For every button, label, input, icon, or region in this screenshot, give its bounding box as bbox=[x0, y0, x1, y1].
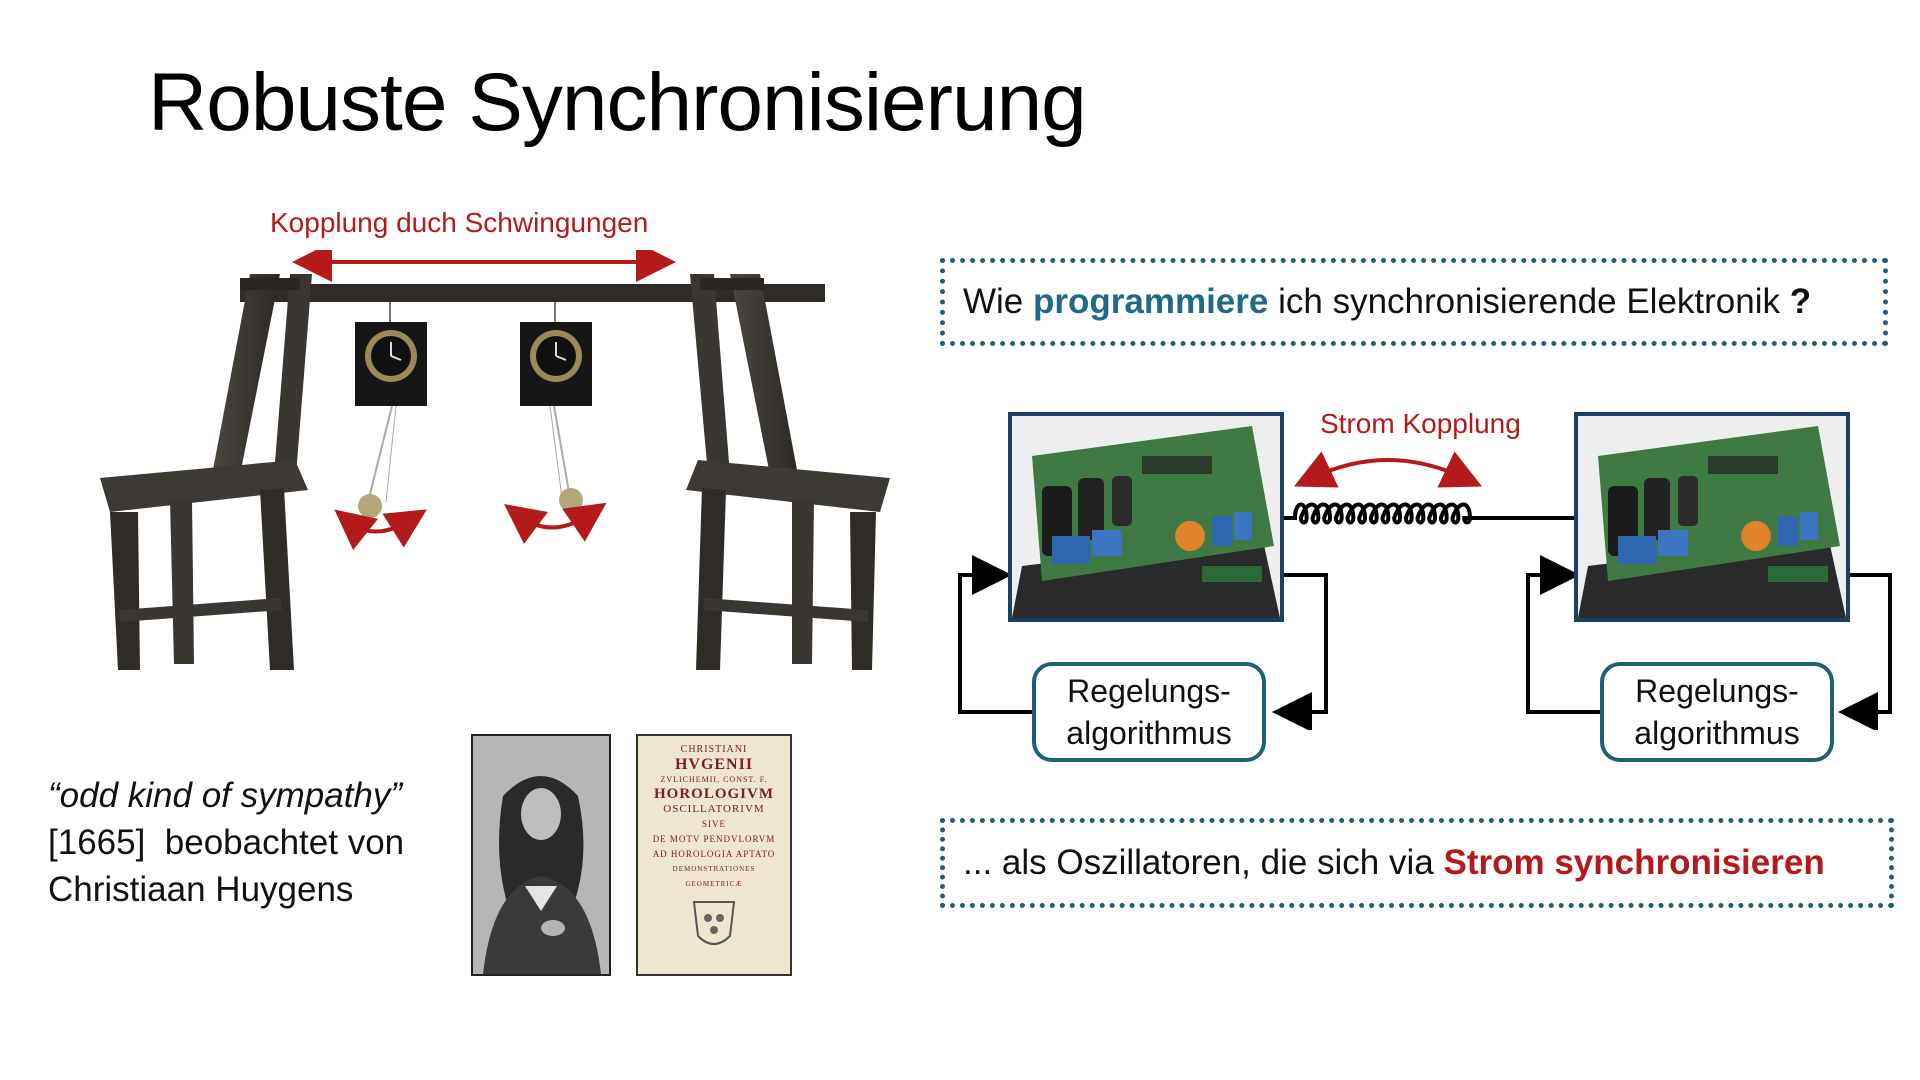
huygens-portrait bbox=[471, 734, 611, 976]
quote-date-line: [1665] beobachtet von bbox=[48, 823, 405, 862]
question-highlight: programmiere bbox=[1033, 282, 1269, 321]
controller-line1: Regelungs- bbox=[1635, 673, 1799, 709]
controller-line1: Regelungs- bbox=[1067, 673, 1231, 709]
question-middle: ich synchronisierende Elektronik bbox=[1268, 282, 1790, 321]
quote-author-line: Christiaan Huygens bbox=[48, 870, 354, 909]
circuit-board-icon bbox=[1012, 416, 1280, 618]
left-controller-box: Regelungs- algorithmus bbox=[1032, 662, 1266, 762]
book-title-line: AD HOROLOGIA APTATO bbox=[652, 849, 776, 859]
top-beam bbox=[240, 284, 825, 302]
book-title-line: OSCILLATORIVM bbox=[663, 803, 765, 815]
right-controller-box: Regelungs- algorithmus bbox=[1600, 662, 1834, 762]
circuit-wiring bbox=[958, 451, 1892, 730]
left-return-wire bbox=[958, 555, 1032, 714]
answer-box: ... als Oszillatoren, die sich via Strom… bbox=[940, 818, 1894, 908]
current-coupling-arrow bbox=[1293, 451, 1483, 488]
answer-highlight: Strom synchronisieren bbox=[1443, 843, 1825, 882]
right-feedback-wire bbox=[1838, 573, 1892, 730]
book-title-line: HOROLOGIVM bbox=[653, 786, 774, 802]
left-electronics-board bbox=[1008, 412, 1284, 622]
book-title-line: CHRISTIANI bbox=[680, 744, 748, 755]
pendulum-chairs-illustration bbox=[100, 250, 890, 670]
circuit-board-icon bbox=[1578, 416, 1846, 618]
question-box: Wie programmiere ich synchronisierende E… bbox=[940, 258, 1888, 346]
question-prefix: Wie bbox=[963, 282, 1033, 321]
answer-prefix: ... als Oszillatoren, die sich via bbox=[963, 843, 1444, 882]
book-title-line: SIVE bbox=[702, 819, 726, 829]
left-feedback-wire bbox=[1272, 573, 1328, 730]
quote-text: “odd kind of sympathy” bbox=[48, 776, 403, 815]
left-pendulum-clock bbox=[334, 302, 427, 551]
book-title-line: DE MOTV PENDVLORVM bbox=[652, 834, 776, 844]
right-electronics-board bbox=[1574, 412, 1850, 622]
book-emblem-icon bbox=[692, 901, 736, 945]
quote-block: “odd kind of sympathy” [1665] beobachtet… bbox=[48, 772, 404, 913]
left-chair bbox=[100, 274, 312, 670]
controller-line2: algorithmus bbox=[1634, 715, 1800, 751]
controller-line2: algorithmus bbox=[1066, 715, 1232, 751]
question-mark: ? bbox=[1789, 282, 1812, 321]
portrait-icon bbox=[473, 736, 609, 974]
current-coupling-label: Strom Kopplung bbox=[1320, 408, 1521, 439]
slide-title: Robuste Synchronisierung bbox=[148, 57, 1087, 148]
book-title-line: GEOMETRICÆ bbox=[685, 880, 743, 888]
right-return-wire bbox=[1526, 555, 1600, 714]
right-chair bbox=[686, 274, 890, 670]
book-title-line: ZVLICHEMII, CONST. F. bbox=[660, 775, 768, 784]
coupling-label: Kopplung duch Schwingungen bbox=[270, 207, 649, 238]
right-pendulum-clock bbox=[503, 302, 607, 544]
coupling-coil bbox=[1284, 502, 1574, 525]
book-title-line: HVGENII bbox=[674, 756, 754, 773]
book-title-line: DEMONSTRATIONES bbox=[672, 865, 756, 873]
